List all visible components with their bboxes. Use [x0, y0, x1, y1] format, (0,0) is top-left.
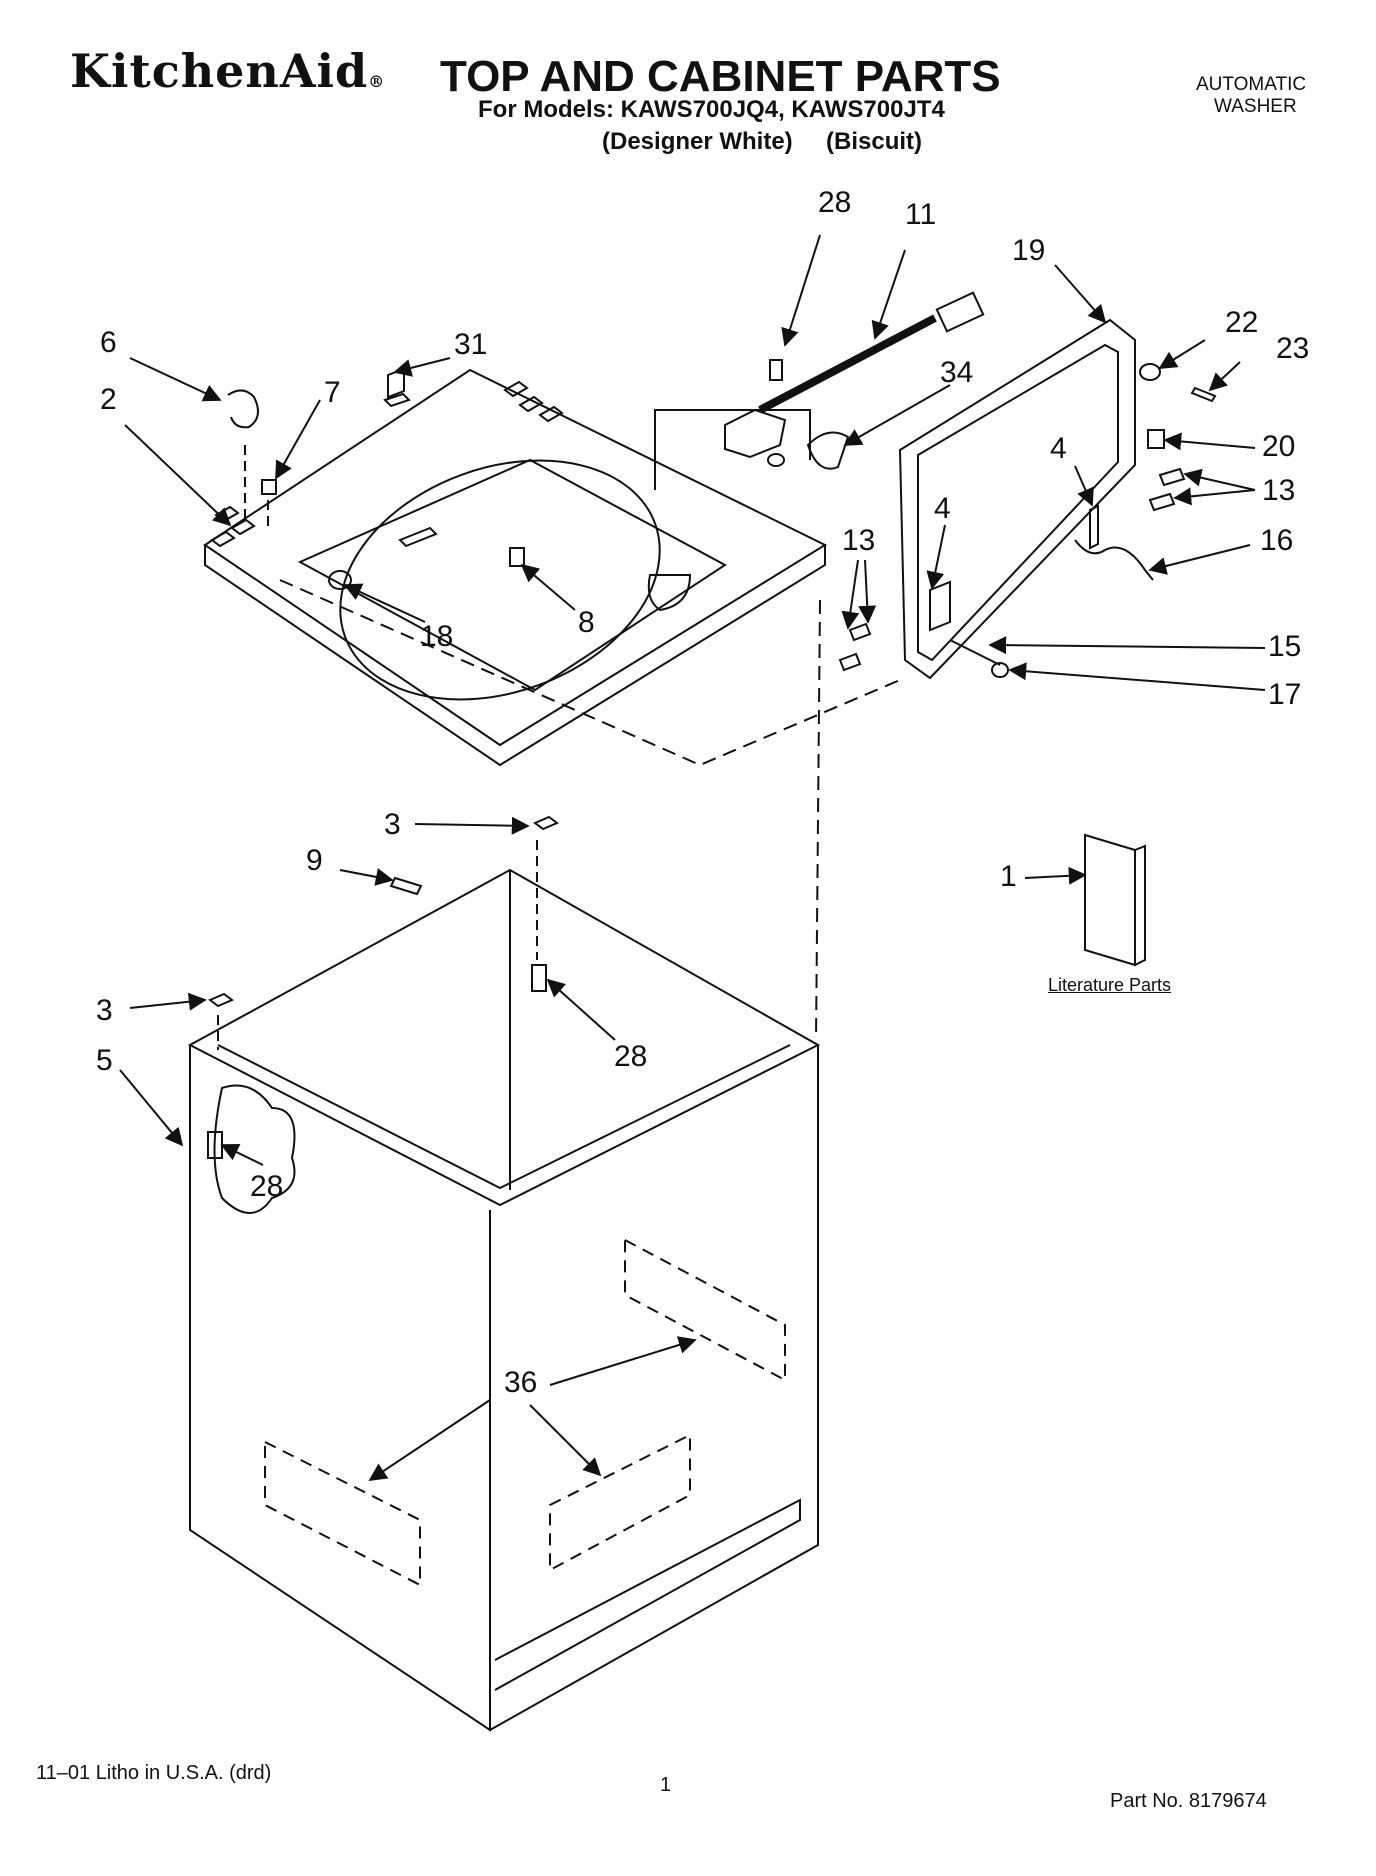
callout-18: 18 [420, 620, 454, 653]
callout-23: 23 [1276, 332, 1310, 365]
print-info: 11–01 Litho in U.S.A. (drd) [36, 1762, 272, 1784]
callout-28b: 28 [614, 1040, 648, 1073]
callout-31: 31 [454, 328, 488, 361]
callout-11: 11 [905, 198, 937, 231]
appliance-type-line-1: AUTOMATIC [1196, 74, 1307, 95]
cabinet-front [489, 1045, 819, 1731]
screw-8 [509, 547, 525, 567]
screws-13-left [838, 622, 872, 672]
callout-3b: 3 [96, 994, 113, 1027]
top-holes [503, 380, 564, 423]
harness-16 [1074, 539, 1154, 581]
cabinet-cutaway [213, 1084, 296, 1214]
callout-17: 17 [1268, 678, 1302, 711]
tub-ring [339, 459, 661, 701]
callout-19: 19 [1012, 234, 1046, 267]
top-panel-edge [204, 545, 826, 767]
models-line: For Models: KAWS700JQ4, KAWS700JT4 [478, 96, 945, 123]
callout-34: 34 [940, 356, 974, 389]
callout-16: 16 [1260, 524, 1294, 557]
screw-28-frame [531, 964, 547, 992]
console-panel-19 [898, 318, 1136, 680]
literature-book [1084, 833, 1136, 967]
switch-4-right [1089, 504, 1099, 550]
color-designer-white: (Designer White) [602, 128, 793, 155]
top-slot [398, 526, 438, 548]
color-variants: (Designer White) (Biscuit) [602, 128, 922, 156]
top-panel [203, 368, 828, 747]
cabinet-top-inner [217, 1044, 791, 1190]
callout-7: 7 [324, 376, 341, 409]
callout-22: 22 [1225, 306, 1259, 339]
pad-36-left [264, 1440, 421, 1587]
callout-15: 15 [1268, 630, 1302, 663]
switch-bracket-line [654, 409, 811, 490]
callout-4a: 4 [1050, 432, 1067, 465]
callout-36: 36 [504, 1366, 538, 1399]
clips-3 [208, 815, 559, 1008]
wire-harness-11 [758, 314, 937, 414]
registered-mark: ® [368, 72, 386, 91]
page-number: 1 [660, 1774, 672, 1796]
screws-13-right [1148, 467, 1186, 512]
literature-book-spine [1134, 844, 1146, 966]
callout-6: 6 [100, 326, 117, 359]
cabinet-left-side [189, 1045, 491, 1732]
washer [767, 453, 785, 467]
cabinet-top-frame [187, 868, 821, 1207]
console-inner [917, 343, 1119, 662]
screw-23 [1190, 386, 1217, 403]
screw-28-top [769, 359, 783, 381]
projection-line-top [279, 579, 901, 767]
projection-line-right [815, 599, 821, 1041]
leader-arrows [119, 234, 1266, 1481]
callout-20: 20 [1262, 430, 1296, 463]
brand-logo: KitchenAid® [70, 44, 386, 98]
knob-20 [1147, 429, 1165, 449]
color-biscuit: (Biscuit) [826, 128, 923, 155]
clip-7 [261, 479, 277, 495]
pad-36-right [549, 1433, 691, 1572]
wire-15 [949, 639, 1001, 666]
cabinet-toe-kick [494, 1498, 801, 1691]
callout-9: 9 [306, 844, 323, 877]
clip-6 [227, 389, 259, 429]
callout-28c: 28 [250, 1170, 284, 1203]
clip-31 [383, 367, 411, 408]
actuator-34 [806, 431, 850, 470]
pad-36-upper [624, 1238, 786, 1382]
switch-4-left [929, 580, 951, 632]
callout-5: 5 [96, 1044, 113, 1077]
washer-22 [1139, 363, 1161, 381]
callout-13a: 13 [1262, 474, 1296, 507]
callout-2: 2 [100, 383, 117, 416]
hinge-18 [328, 570, 352, 590]
literature-parts-label: Literature Parts [1048, 975, 1172, 995]
appliance-type-line-2: WASHER [1214, 96, 1297, 117]
lid-bumper [647, 574, 692, 612]
harness-connector [935, 291, 985, 333]
callout-4b: 4 [934, 492, 951, 525]
callout-8: 8 [578, 606, 595, 639]
callout-3a: 3 [384, 808, 401, 841]
page-title: TOP AND CABINET PARTS [440, 52, 1001, 101]
callout-13b: 13 [842, 524, 876, 557]
part-number: Part No. 8179674 [1110, 1790, 1267, 1812]
lid-switch [724, 408, 787, 459]
screw-9 [389, 876, 423, 896]
lid-opening [297, 458, 727, 692]
connector-17 [991, 662, 1009, 678]
callout-28a: 28 [818, 186, 852, 219]
callout-1: 1 [1000, 860, 1017, 893]
